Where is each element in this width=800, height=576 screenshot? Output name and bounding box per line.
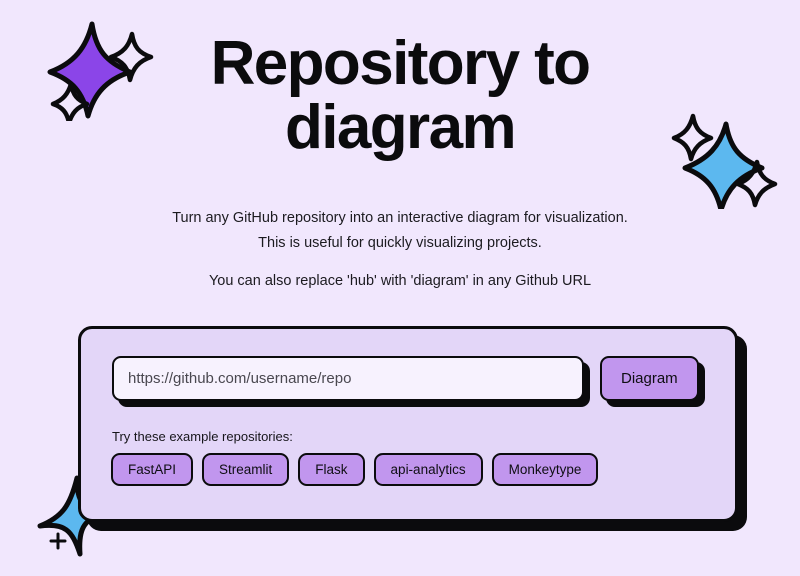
subtitle-block: Turn any GitHub repository into an inter… [0,206,800,294]
example-chip-fastapi[interactable]: FastAPI [111,453,194,486]
repo-url-input[interactable] [112,356,584,401]
page-title-line-2: diagram [285,93,517,162]
example-chip-monkeytype[interactable]: Monkeytype [491,453,599,486]
generate-diagram-button[interactable]: Diagram [600,356,699,401]
example-chip-flask[interactable]: Flask [298,453,365,486]
subtitle-line-3: You can also replace 'hub' with 'diagram… [208,273,592,289]
example-repo-chips: FastAPI Streamlit Flask api-analytics Mo… [111,453,599,486]
example-chip-streamlit[interactable]: Streamlit [202,453,290,486]
page-title-line-1: Repository to [210,29,591,98]
page-title: Repository to diagram [0,32,800,160]
subtitle-line-1: Turn any GitHub repository into an inter… [172,210,628,226]
example-chip-api-analytics[interactable]: api-analytics [373,453,483,486]
subtitle-line-2: This is useful for quickly visualizing p… [258,235,542,251]
repo-form: Diagram [112,356,699,401]
card-surface: Diagram Try these example repositories: … [78,326,738,522]
repo-input-card: Diagram Try these example repositories: … [78,326,738,522]
examples-label: Try these example repositories: [112,429,293,444]
